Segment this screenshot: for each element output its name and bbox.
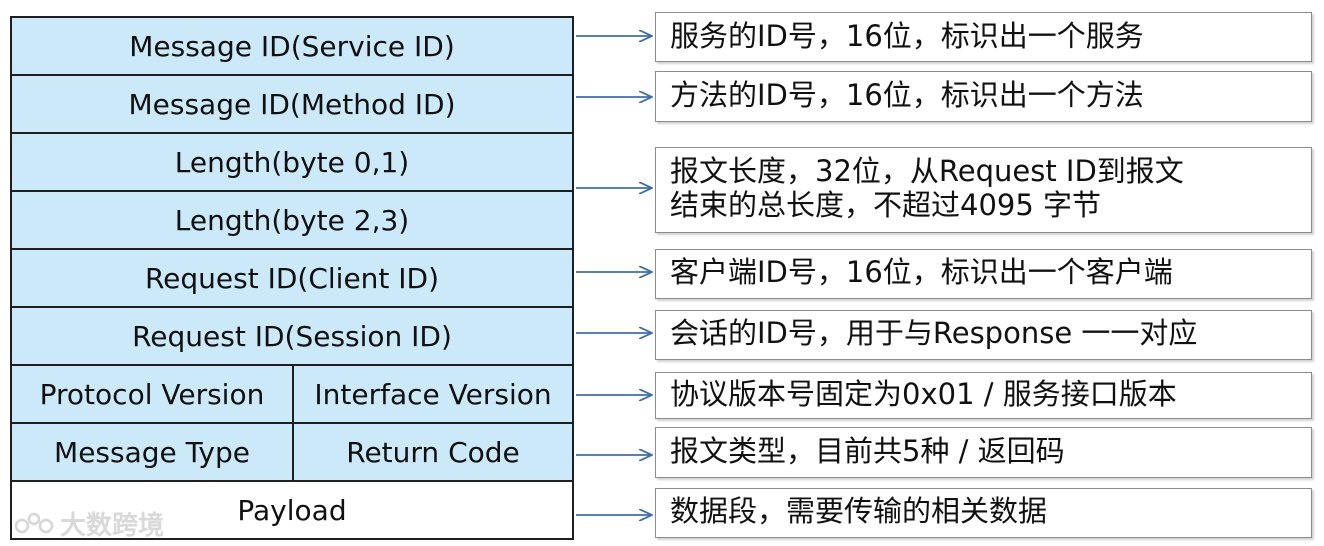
desc-session-id-text: 会话的ID号，用于与Response 一一对应	[670, 316, 1198, 350]
client-id-cell: Request ID(Client ID)	[12, 250, 572, 306]
desc-client-id-text: 客户端ID号，16位，标识出一个客户端	[670, 255, 1173, 289]
desc-client-id: 客户端ID号，16位，标识出一个客户端	[655, 249, 1312, 299]
service-id-cell: Message ID(Service ID)	[12, 18, 572, 74]
desc-payload-text: 数据段，需要传输的相关数据	[670, 494, 1048, 528]
row-payload: Payload	[12, 482, 572, 538]
return-code-cell: Return Code	[294, 424, 572, 480]
protocol-version-cell: Protocol Version	[12, 366, 294, 422]
desc-type-code: 报文类型，目前共5种 / 返回码	[655, 427, 1312, 478]
desc-service-id-text: 服务的ID号，16位，标识出一个服务	[670, 19, 1144, 53]
desc-method-id: 方法的ID号，16位，标识出一个方法	[655, 71, 1312, 122]
someip-header-table: Message ID(Service ID) Message ID(Method…	[10, 16, 574, 540]
session-id-cell: Request ID(Session ID)	[12, 308, 572, 364]
row-client-id: Request ID(Client ID)	[12, 250, 572, 308]
desc-payload: 数据段，需要传输的相关数据	[655, 488, 1312, 538]
payload-cell: Payload	[12, 482, 572, 538]
desc-length-line1: 报文长度，32位，从Request ID到报文	[670, 154, 1184, 188]
desc-length-line2: 结束的总长度，不超过4095 字节	[670, 188, 1102, 222]
method-id-cell: Message ID(Method ID)	[12, 76, 572, 132]
desc-session-id: 会话的ID号，用于与Response 一一对应	[655, 310, 1312, 360]
desc-method-id-text: 方法的ID号，16位，标识出一个方法	[670, 78, 1144, 112]
message-type-cell: Message Type	[12, 424, 294, 480]
row-type-code: Message Type Return Code	[12, 424, 572, 482]
row-length-23: Length(byte 2,3)	[12, 192, 572, 250]
watermark-logo-icon	[14, 512, 54, 533]
desc-type-code-text: 报文类型，目前共5种 / 返回码	[670, 434, 1065, 468]
row-length-01: Length(byte 0,1)	[12, 134, 572, 192]
row-session-id: Request ID(Session ID)	[12, 308, 572, 366]
length-01-cell: Length(byte 0,1)	[12, 134, 572, 190]
row-service-id: Message ID(Service ID)	[12, 18, 572, 76]
row-versions: Protocol Version Interface Version	[12, 366, 572, 424]
interface-version-cell: Interface Version	[294, 366, 572, 422]
desc-version: 协议版本号固定为0x01 / 服务接口版本	[655, 372, 1312, 419]
desc-version-text: 协议版本号固定为0x01 / 服务接口版本	[670, 377, 1177, 411]
length-23-cell: Length(byte 2,3)	[12, 192, 572, 248]
watermark-text: 大数跨境	[60, 511, 165, 541]
desc-service-id: 服务的ID号，16位，标识出一个服务	[655, 12, 1312, 62]
desc-length: 报文长度，32位，从Request ID到报文 结束的总长度，不超过4095 字…	[655, 147, 1312, 233]
watermark: 大数跨境	[14, 505, 164, 542]
row-method-id: Message ID(Method ID)	[12, 76, 572, 134]
